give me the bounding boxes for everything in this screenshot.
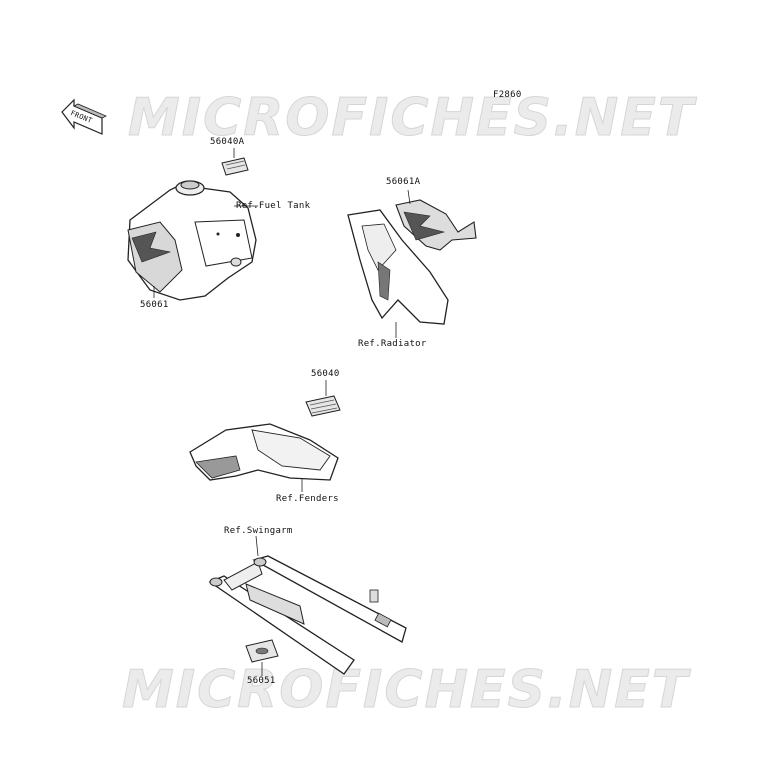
label-56040-part bbox=[305, 380, 341, 417]
ref-fenders[interactable]: Ref.Fenders bbox=[276, 494, 339, 504]
part-label-56061a[interactable]: 56061A bbox=[386, 177, 421, 187]
swingarm-part bbox=[208, 535, 407, 675]
part-label-56061[interactable]: 56061 bbox=[140, 300, 169, 310]
label-56040a-part bbox=[221, 148, 249, 176]
ref-swingarm[interactable]: Ref.Swingarm bbox=[224, 526, 293, 536]
ref-radiator[interactable]: Ref.Radiator bbox=[358, 339, 427, 349]
rear-fender-part bbox=[189, 423, 339, 492]
watermark-top: MICROFICHES.NET bbox=[127, 88, 696, 149]
radiator-shroud-part bbox=[347, 189, 477, 338]
figure-code: F2860 bbox=[493, 90, 522, 100]
fuel-tank-part bbox=[127, 180, 258, 301]
watermark-bottom: MICROFICHES.NET bbox=[121, 660, 690, 721]
part-label-56040[interactable]: 56040 bbox=[311, 369, 340, 379]
part-label-56040a[interactable]: 56040A bbox=[210, 137, 245, 147]
part-label-56051[interactable]: 56051 bbox=[247, 676, 276, 686]
ref-fuel-tank[interactable]: Ref.Fuel Tank bbox=[236, 201, 311, 211]
front-arrow-icon bbox=[61, 98, 107, 135]
label-56051-part bbox=[245, 639, 279, 676]
